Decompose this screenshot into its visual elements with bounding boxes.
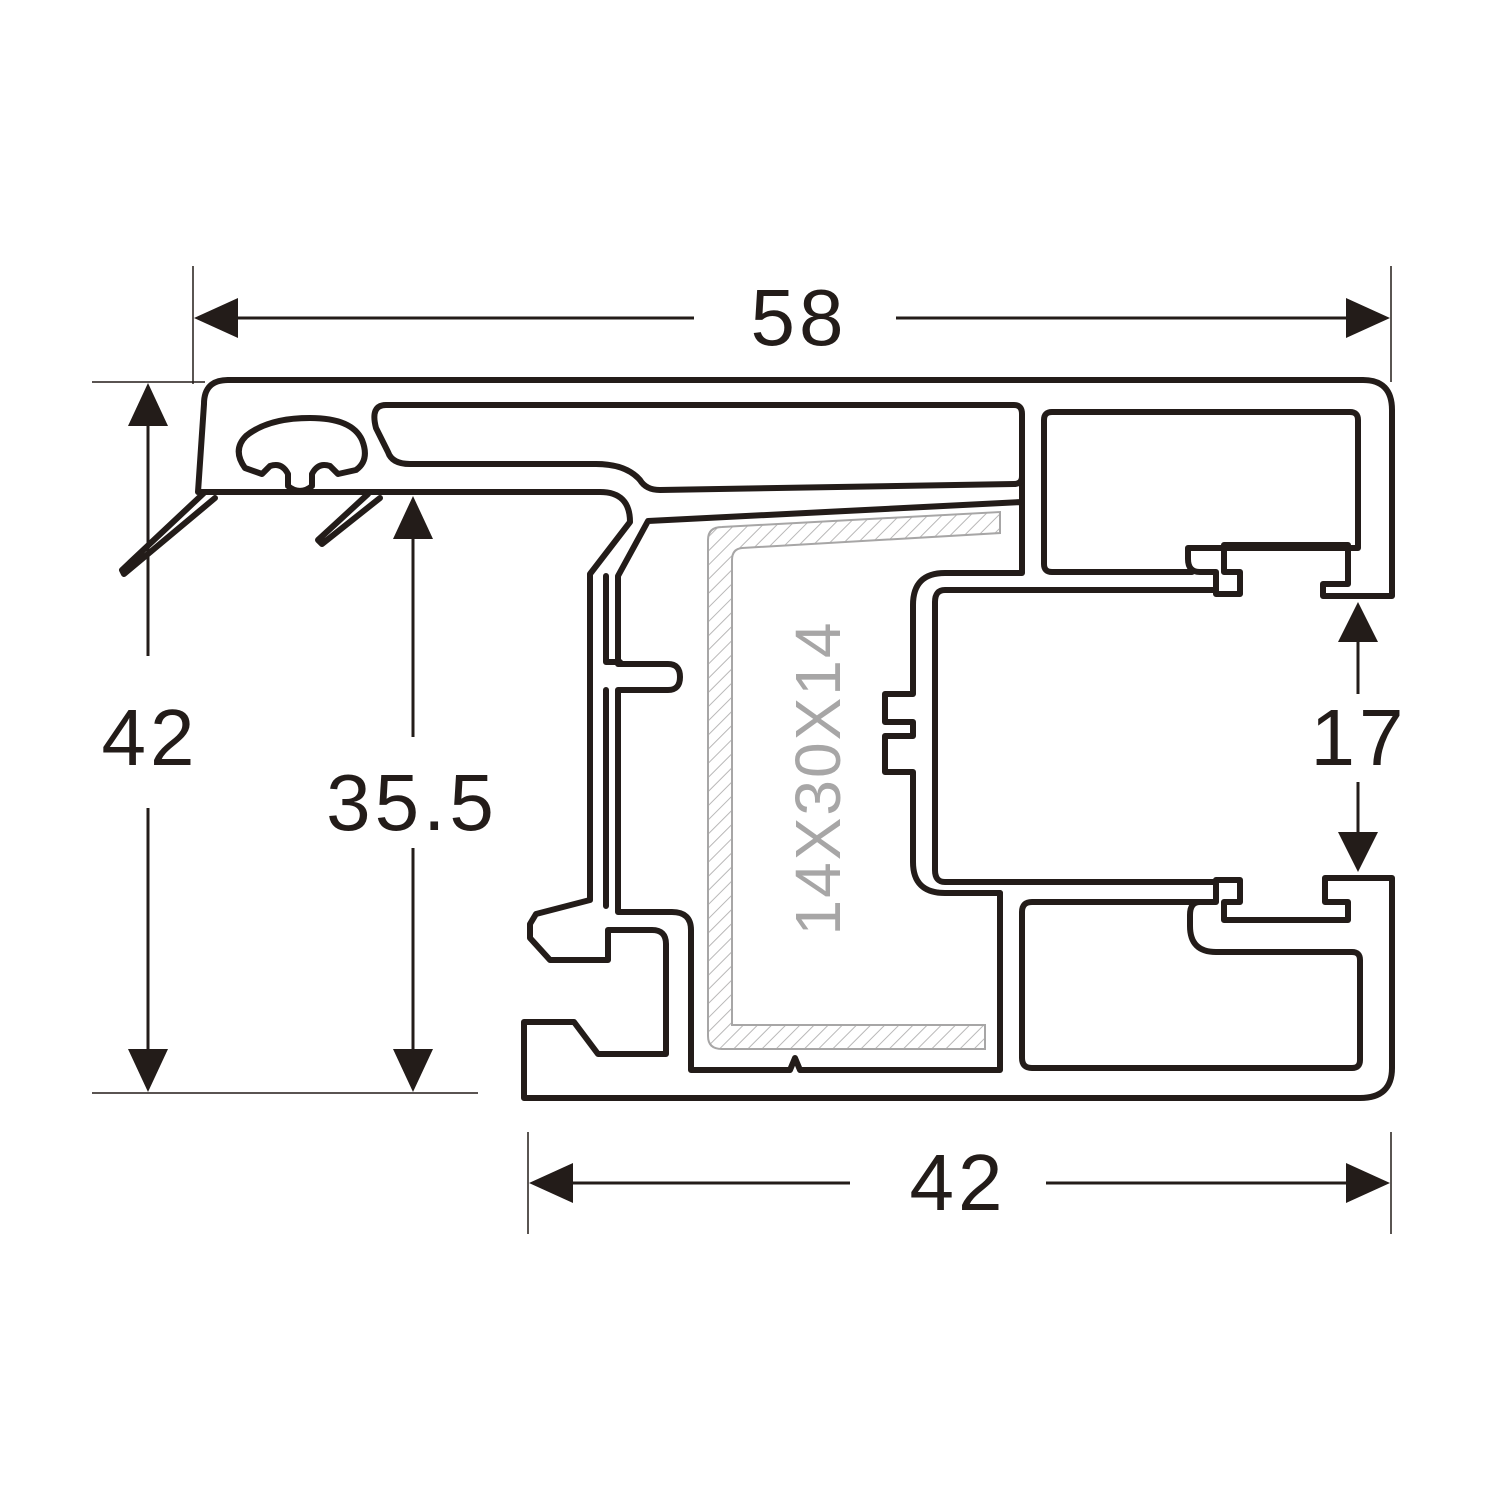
arrowhead-right — [1346, 1163, 1390, 1203]
arrowhead-down — [1338, 832, 1378, 872]
gasket-fin-inner — [315, 491, 383, 547]
profile-outline — [119, 377, 1395, 1101]
arrowhead-down — [128, 1049, 168, 1092]
gasket-fin-outer — [119, 489, 218, 577]
arrowhead-left — [194, 298, 238, 338]
dimension-overall-width: 58 — [194, 273, 1390, 362]
dimension-overall-height: 42 — [102, 383, 199, 1092]
steel-reinforcement: 14X30X14 — [707, 510, 1001, 1050]
profile-inner-wall — [932, 587, 1219, 885]
dim-label-17: 17 — [1311, 693, 1408, 782]
dimension-slot-opening: 17 — [1311, 602, 1408, 872]
profile-top-chamber — [371, 402, 1025, 493]
arrowhead-up — [128, 383, 168, 426]
dim-label-35-5: 35.5 — [326, 758, 498, 847]
reinforcement-channel — [707, 510, 1001, 1050]
profile-nose — [195, 377, 1395, 1101]
dimension-inner-height: 35.5 — [326, 496, 498, 1092]
dimension-frame-width: 42 — [529, 1138, 1390, 1227]
dim-label-42-bottom: 42 — [910, 1138, 1007, 1227]
profile-left-wall — [603, 573, 623, 909]
gasket — [235, 415, 368, 494]
arrowhead-left — [529, 1163, 573, 1203]
reinforcement-label: 14X30X14 — [782, 621, 854, 936]
arrowhead-down — [393, 1049, 433, 1092]
arrowhead-right — [1346, 298, 1390, 338]
arrowhead-up — [393, 496, 433, 539]
extension-lines — [92, 266, 1392, 1234]
dim-label-58: 58 — [751, 273, 848, 362]
dim-label-42-left: 42 — [102, 693, 199, 782]
profile-outer-contour — [225, 377, 1395, 1073]
arrowhead-up — [1338, 602, 1378, 642]
